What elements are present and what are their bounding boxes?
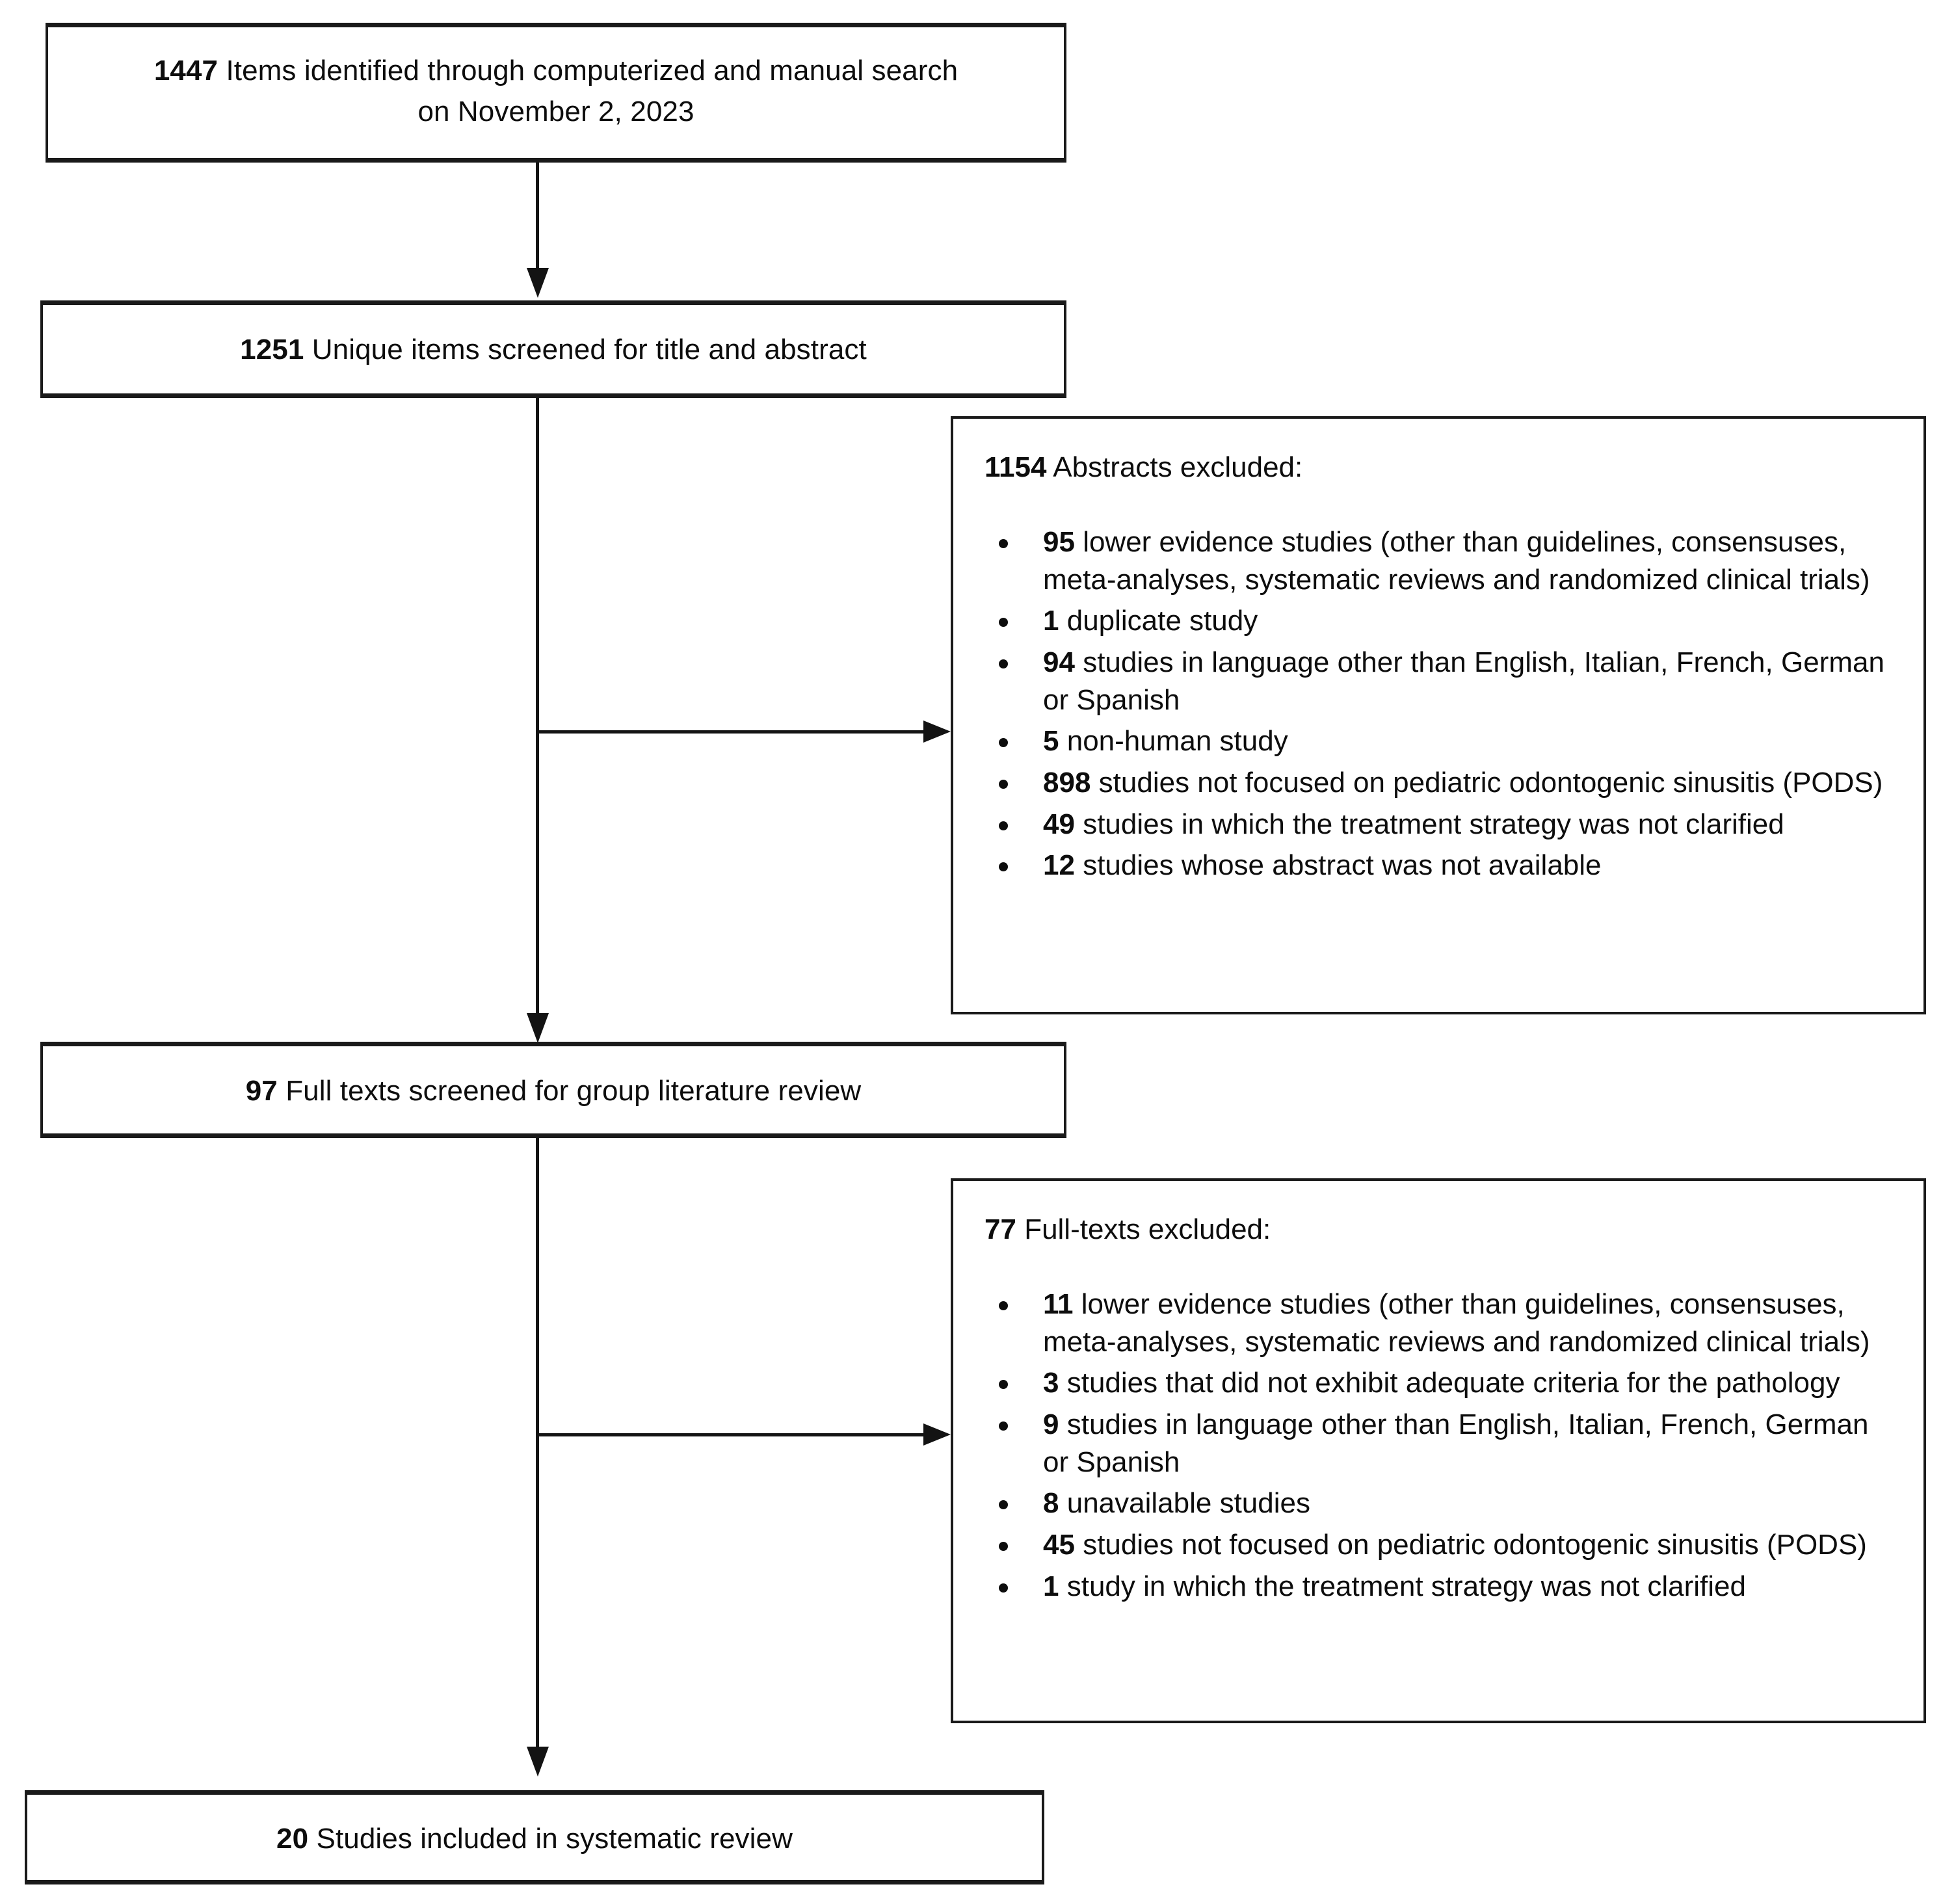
connector-identification-to-screening <box>536 163 539 270</box>
stage-identification-count: 1447 <box>153 55 218 86</box>
list-item: 11 lower evidence studies (other than gu… <box>985 1286 1897 1360</box>
connector-eligibility-to-fulltexts-excluded <box>536 1433 926 1436</box>
exclusion-abstracts-heading-text: Abstracts excluded: <box>1053 451 1303 483</box>
arrowhead-screening-to-eligibility <box>527 1013 549 1043</box>
list-item: 5 non-human study <box>985 722 1897 760</box>
stage-identification-line2: on November 2, 2023 <box>417 96 694 127</box>
list-item: 95 lower evidence studies (other than gu… <box>985 523 1897 598</box>
stage-box-eligibility: 97 Full texts screened for group literat… <box>40 1042 1066 1138</box>
exclusion-fulltexts-heading: 77 Full-texts excluded: <box>985 1211 1897 1248</box>
list-item: 45 studies not focused on pediatric odon… <box>985 1526 1897 1564</box>
list-item: 8 unavailable studies <box>985 1485 1897 1522</box>
arrowhead-eligibility-to-included <box>527 1747 549 1777</box>
list-item: 12 studies whose abstract was not availa… <box>985 847 1897 884</box>
exclusion-abstracts-heading: 1154 Abstracts excluded: <box>985 449 1897 486</box>
exclusion-box-abstracts: 1154 Abstracts excluded: 95 lower eviden… <box>951 416 1926 1014</box>
stage-box-included: 20 Studies included in systematic review <box>25 1790 1044 1884</box>
stage-screening-text1: Unique items screened for title and abst… <box>311 334 867 365</box>
exclusion-abstracts-count: 1154 <box>985 451 1047 483</box>
list-item: 9 studies in language other than English… <box>985 1406 1897 1481</box>
list-item: 3 studies that did not exhibit adequate … <box>985 1364 1897 1402</box>
list-item: 94 studies in language other than Englis… <box>985 644 1897 719</box>
list-item: 1 duplicate study <box>985 602 1897 640</box>
stage-box-screening: 1251 Unique items screened for title and… <box>40 300 1066 398</box>
exclusion-box-fulltexts: 77 Full-texts excluded: 11 lower evidenc… <box>951 1178 1926 1723</box>
exclusion-fulltexts-heading-text: Full-texts excluded: <box>1024 1213 1271 1245</box>
stage-identification-text1: Items identified through computerized an… <box>226 55 958 86</box>
stage-included-line1: 20 Studies included in systematic review <box>27 1819 1042 1859</box>
stage-eligibility-line1: 97 Full texts screened for group literat… <box>43 1071 1064 1111</box>
exclusion-abstracts-content: 1154 Abstracts excluded: 95 lower eviden… <box>985 449 1897 888</box>
stage-screening-count: 1251 <box>240 334 304 365</box>
stage-identification-line1: 1447 Items identified through computeriz… <box>48 51 1064 91</box>
connector-screening-to-eligibility <box>536 398 539 1016</box>
stage-screening-line1: 1251 Unique items screened for title and… <box>43 330 1064 370</box>
list-item: 49 studies in which the treatment strate… <box>985 806 1897 843</box>
list-item: 1 study in which the treatment strategy … <box>985 1568 1897 1606</box>
stage-box-identification: 1447 Items identified through computeriz… <box>46 23 1066 163</box>
stage-eligibility-count: 97 <box>245 1075 278 1107</box>
arrowhead-identification-to-screening <box>527 268 549 298</box>
exclusion-fulltexts-content: 77 Full-texts excluded: 11 lower evidenc… <box>985 1211 1897 1609</box>
exclusion-fulltexts-list: 11 lower evidence studies (other than gu… <box>985 1286 1897 1605</box>
connector-eligibility-to-included <box>536 1138 539 1749</box>
arrowhead-screening-to-abstracts-excluded <box>923 721 951 743</box>
exclusion-abstracts-list: 95 lower evidence studies (other than gu… <box>985 523 1897 884</box>
arrowhead-eligibility-to-fulltexts-excluded <box>923 1423 951 1446</box>
stage-included-text1: Studies included in systematic review <box>316 1823 793 1855</box>
list-item: 898 studies not focused on pediatric odo… <box>985 764 1897 802</box>
stage-eligibility-text1: Full texts screened for group literature… <box>285 1075 862 1107</box>
exclusion-fulltexts-count: 77 <box>985 1213 1016 1245</box>
stage-included-count: 20 <box>276 1823 309 1855</box>
connector-screening-to-abstracts-excluded <box>536 730 926 734</box>
